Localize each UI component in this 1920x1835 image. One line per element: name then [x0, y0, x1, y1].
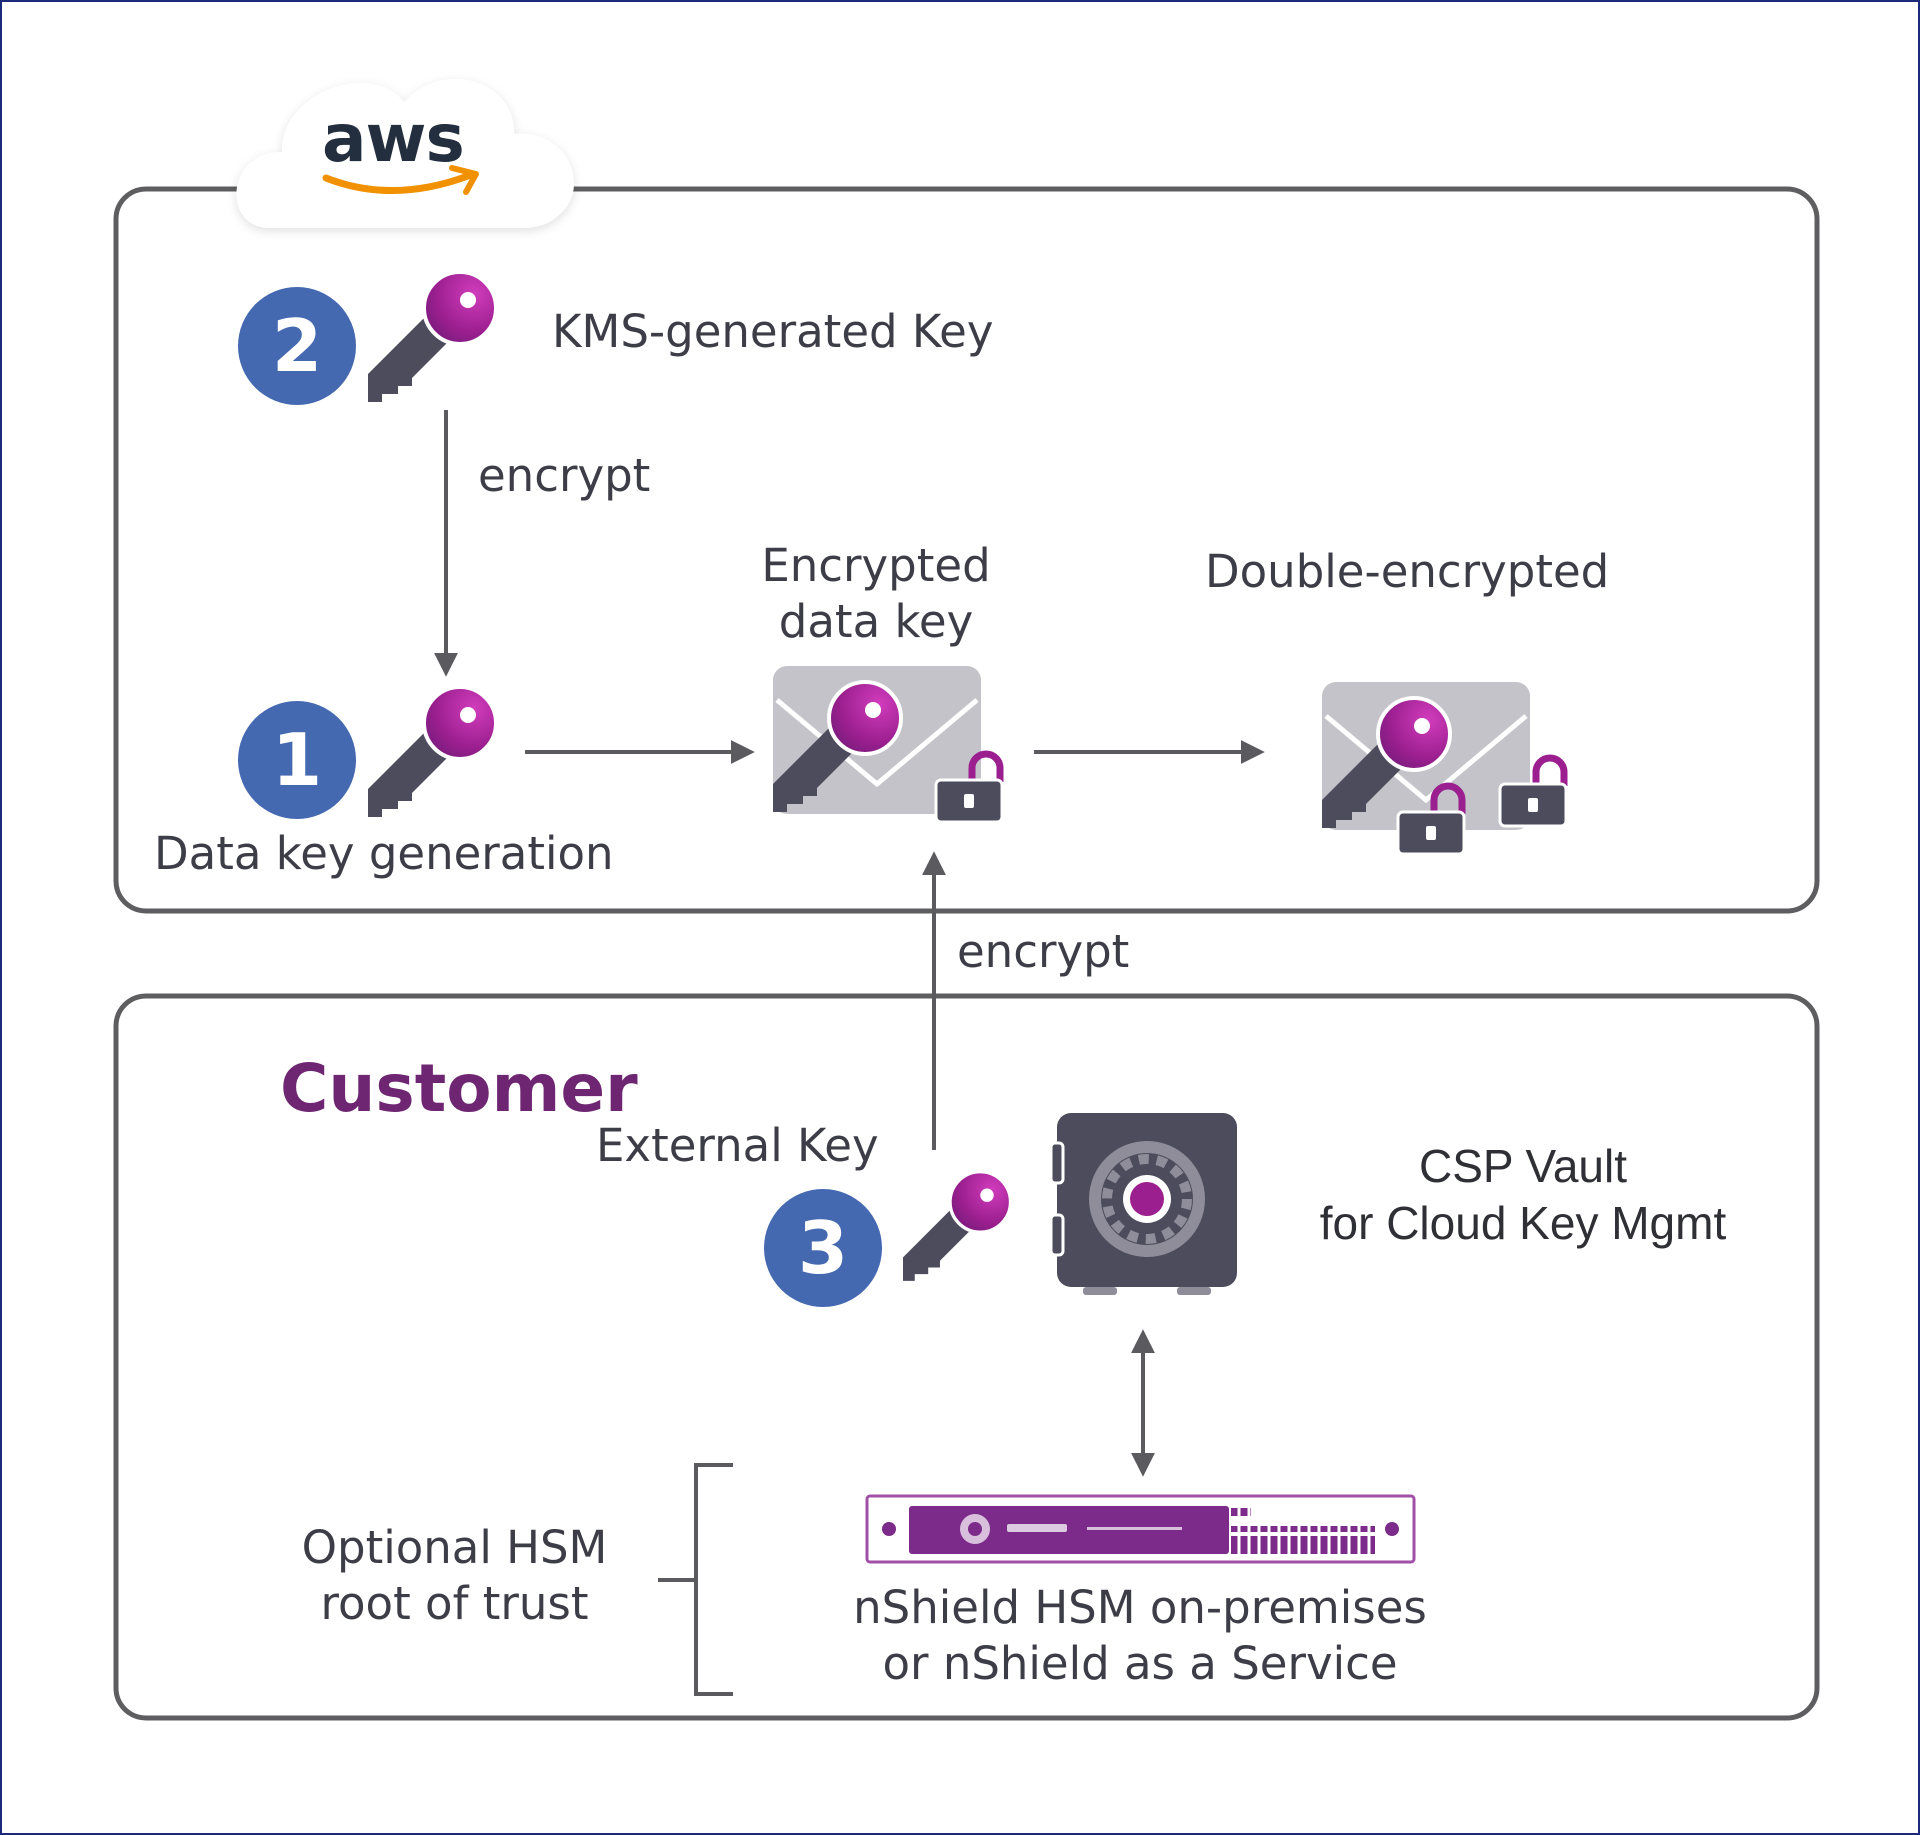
hsm-device-icon [865, 1494, 1416, 1564]
optional-hsm-bracket [658, 1463, 733, 1696]
aws-cloud-icon [236, 79, 575, 228]
data-key-generation-label: Data key generation [154, 827, 614, 880]
step-3-number: 3 [797, 1206, 849, 1290]
customer-title: Customer [280, 1050, 638, 1127]
double-encrypted-label: Double-encrypted [1205, 545, 1610, 598]
vault-safe-icon [1049, 1113, 1237, 1295]
step-3-circle [764, 1189, 882, 1307]
step-2-number: 2 [271, 304, 323, 388]
encrypted-data-key-line2: data key [778, 595, 974, 649]
hsm-line1: nShield HSM on-premises [853, 1581, 1427, 1634]
step-1-number: 1 [271, 718, 323, 802]
kms-generated-key-label: KMS-generated Key [552, 305, 994, 358]
encrypted-data-key-line1: Encrypted [761, 539, 991, 592]
aws-smile-arrowhead [449, 165, 479, 195]
optional-hsm-line2: root of trust [320, 1577, 589, 1630]
external-encrypt-label: encrypt [957, 925, 1130, 978]
hsm-label: nShield HSM on-premises or nShield as a … [790, 1580, 1490, 1692]
aws-logo-text: aws [322, 100, 465, 177]
csp-vault-line2: for Cloud Key Mgmt [1319, 1197, 1727, 1249]
hsm-line2: or nShield as a Service [882, 1637, 1398, 1690]
csp-vault-label: CSP Vault for Cloud Key Mgmt [1290, 1138, 1756, 1252]
step-1-circle [238, 701, 356, 819]
aws-smile-icon [322, 172, 472, 194]
csp-vault-line1: CSP Vault [1419, 1140, 1627, 1192]
kms-encrypt-label: encrypt [478, 449, 651, 502]
step-2-circle [238, 287, 356, 405]
external-key-label: External Key [596, 1119, 879, 1172]
encrypted-data-key-label: Encrypted data key [700, 538, 1052, 651]
optional-hsm-label: Optional HSM root of trust [262, 1520, 647, 1632]
optional-hsm-line1: Optional HSM [301, 1521, 608, 1574]
